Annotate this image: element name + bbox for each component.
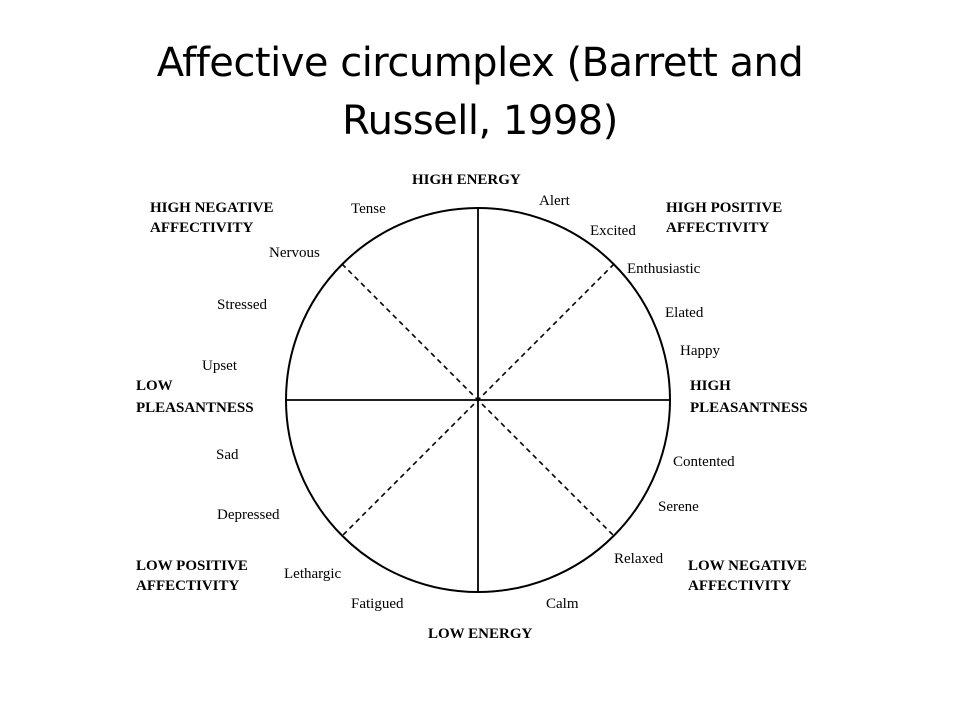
label-low-positive-affectivity: LOW POSITIVE AFFECTIVITY (136, 558, 252, 594)
emotion-stressed: Stressed (217, 297, 267, 313)
emotion-happy: Happy (680, 343, 720, 359)
emotion-upset: Upset (202, 358, 238, 374)
emotion-lethargic: Lethargic (284, 566, 342, 582)
emotion-excited: Excited (590, 223, 636, 239)
label-high-positive-affectivity: HIGH POSITIVE AFFECTIVITY (666, 200, 786, 236)
label-low-energy: LOW ENERGY (428, 626, 532, 642)
label-low-positive-affectivity-line-1: LOW POSITIVE (136, 558, 248, 574)
negative-affectivity-diagonal (341, 263, 615, 537)
emotion-fatigued: Fatigued (351, 596, 404, 612)
label-low-negative-affectivity: LOW NEGATIVE AFFECTIVITY (688, 558, 811, 594)
emotion-enthusiastic: Enthusiastic (627, 261, 701, 277)
label-high-negative-affectivity-line-2: AFFECTIVITY (150, 220, 254, 236)
label-low-pleasantness-line-1: LOW (136, 378, 173, 394)
emotion-contented: Contented (673, 454, 735, 470)
label-high-pleasantness: HIGH PLEASANTNESS (690, 378, 808, 416)
label-high-negative-affectivity-line-1: HIGH NEGATIVE (150, 200, 274, 216)
label-high-positive-affectivity-line-1: HIGH POSITIVE (666, 200, 782, 216)
emotion-alert: Alert (539, 193, 571, 209)
label-high-pleasantness-line-2: PLEASANTNESS (690, 400, 808, 416)
emotion-sad: Sad (216, 447, 239, 463)
emotion-calm: Calm (546, 596, 579, 612)
label-high-energy: HIGH ENERGY (412, 172, 521, 188)
label-low-negative-affectivity-line-1: LOW NEGATIVE (688, 558, 807, 574)
slide-title: Affective circumplex (Barrett and Russel… (0, 34, 960, 150)
emotion-tense: Tense (351, 201, 386, 217)
emotion-elated: Elated (665, 305, 704, 321)
label-high-pleasantness-line-1: HIGH (690, 378, 731, 394)
slide-title-line-2: Russell, 1998) (342, 98, 618, 144)
label-low-negative-affectivity-line-2: AFFECTIVITY (688, 578, 792, 594)
emotion-depressed: Depressed (217, 507, 280, 523)
label-high-positive-affectivity-line-2: AFFECTIVITY (666, 220, 770, 236)
emotion-nervous: Nervous (269, 245, 320, 261)
label-high-negative-affectivity: HIGH NEGATIVE AFFECTIVITY (150, 200, 277, 236)
slide-title-line-1: Affective circumplex (Barrett and (156, 40, 804, 86)
label-low-pleasantness-line-2: PLEASANTNESS (136, 400, 254, 416)
emotion-relaxed: Relaxed (614, 551, 664, 567)
label-low-positive-affectivity-line-2: AFFECTIVITY (136, 578, 240, 594)
label-low-pleasantness: LOW PLEASANTNESS (136, 378, 254, 416)
emotion-serene: Serene (658, 499, 699, 515)
